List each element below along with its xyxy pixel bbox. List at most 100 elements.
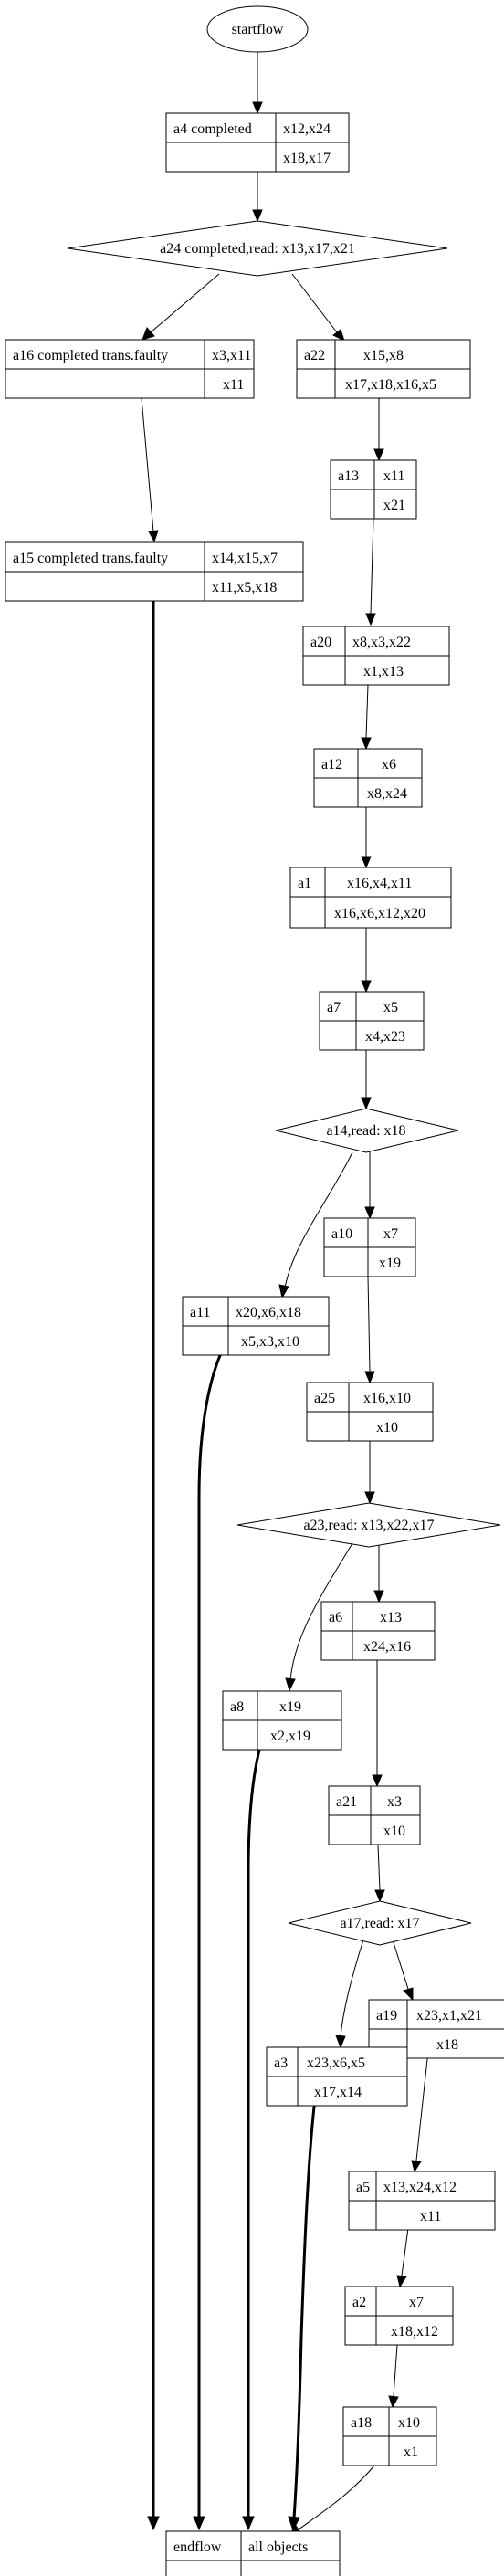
decision-diamond xyxy=(67,220,448,277)
arrowhead xyxy=(285,1677,296,1692)
node-top-value: x14,x15,x7 xyxy=(212,551,278,566)
arrowhead xyxy=(365,613,376,626)
node-a3: a3 x23,x6,x5 x17,x14 xyxy=(266,2046,408,2107)
node-a17: a17,read: x17 xyxy=(288,1900,472,1946)
arrowhead xyxy=(373,448,384,462)
node-name: a7 xyxy=(327,1000,341,1015)
node-bottom-value: x1,x13 xyxy=(363,664,404,679)
node-top-value: x12,x24 xyxy=(283,121,331,137)
edges xyxy=(141,52,429,2537)
node-a11: a11 x20,x6,x18 x5,x3,x10 xyxy=(182,1296,330,1356)
node-name: a13 xyxy=(338,468,359,484)
edge-a17-a19 xyxy=(390,1933,409,1990)
arrowhead xyxy=(252,101,263,115)
edge-a18-end xyxy=(298,2465,375,2530)
node-a12: a12 x6 x8,x24 xyxy=(313,748,423,808)
edge-a3-end xyxy=(292,2098,317,2519)
decision-label: a23,read: x13,x22,x17 xyxy=(303,1518,434,1533)
node-top-value: x3,x11 xyxy=(212,348,251,363)
node-a2: a2 x7 x18,x12 xyxy=(344,2286,454,2346)
node-name: a15 completed trans.faulty xyxy=(13,551,168,566)
start-ellipse xyxy=(206,5,309,53)
node-name: a10 xyxy=(331,1226,352,1242)
arrowhead xyxy=(332,329,345,342)
node-name: a21 xyxy=(336,1794,357,1810)
node-a22: a22 x15,x8 x17,x18,x16,x5 xyxy=(296,339,471,399)
node-bottom-value: x24,x16 xyxy=(363,1639,411,1655)
arrowhead xyxy=(364,1371,375,1384)
node-name: a5 xyxy=(356,2180,370,2195)
edge-a8-end xyxy=(247,1730,267,2518)
edge-a24-a16 xyxy=(150,273,220,333)
node-name: a2 xyxy=(352,2295,366,2310)
edge-a13-a20 xyxy=(370,518,374,615)
node-a7: a7 x5 x4,x23 xyxy=(319,991,425,1051)
node-top-value: x7 xyxy=(383,1226,398,1242)
node-a10: a10 x7 x19 xyxy=(323,1217,416,1277)
node-a24: a24 completed,read: x13,x17,x21 xyxy=(67,220,448,277)
node-a14: a14,read: x18 xyxy=(275,1108,459,1153)
node-bottom-value: x2,x19 xyxy=(270,1729,310,1744)
node-bottom-value: x1 xyxy=(404,2445,418,2460)
node-a18: a18 x10 x1 xyxy=(342,2406,437,2466)
node-name: a22 xyxy=(304,348,325,363)
arrowhead xyxy=(361,856,372,869)
node-name: a12 xyxy=(321,757,342,773)
edge-a11-end xyxy=(197,1338,230,2518)
node-a13: a13 x11 x21 xyxy=(330,459,417,520)
node-a25: a25 x16,x10 x10 xyxy=(306,1382,434,1442)
arrowhead xyxy=(242,2516,255,2531)
node-bottom-value: x4,x23 xyxy=(365,1029,405,1045)
node-top-value: x3 xyxy=(387,1794,402,1810)
node-top-value: x8,x3,x22 xyxy=(352,635,411,650)
arrowhead xyxy=(388,2395,399,2409)
node-name: a16 completed trans.faulty xyxy=(13,348,168,363)
arrowhead xyxy=(278,1284,289,1299)
node-top-value: x20,x6,x18 xyxy=(236,1305,301,1320)
decision-label: a14,read: x18 xyxy=(326,1123,405,1139)
arrowhead xyxy=(372,1774,383,1788)
node-top-value: all objects xyxy=(248,2539,308,2555)
node-a20: a20 x8,x3,x22 x1,x13 xyxy=(302,626,450,686)
edge-a16-a15 xyxy=(141,397,154,532)
node-name: a20 xyxy=(310,635,331,650)
edge-a10-a25 xyxy=(367,1276,371,1372)
node-bottom-value: x21 xyxy=(383,498,405,513)
node-name: a8 xyxy=(230,1699,244,1715)
node-name: a6 xyxy=(329,1610,342,1625)
node-top-value: x5 xyxy=(383,1000,398,1015)
arrowhead xyxy=(147,2516,160,2531)
node-name: a1 xyxy=(298,876,311,891)
node-name: endflow xyxy=(173,2539,222,2555)
node-bottom-value: x18 xyxy=(436,2037,458,2053)
node-bottom-value: x17,x18,x16,x5 xyxy=(345,377,436,393)
node-name: a11 xyxy=(190,1305,211,1320)
arrowhead xyxy=(396,2275,407,2288)
edge-a21-a17 xyxy=(377,1844,381,1891)
node-bottom-value: x18,x17 xyxy=(283,151,331,166)
edge-a14-a11 xyxy=(284,1151,353,1288)
node-bottom-value: x8,x24 xyxy=(367,786,407,802)
node-top-value: x13,x24,x12 xyxy=(383,2180,457,2195)
arrowhead xyxy=(364,1206,375,1220)
arrowhead xyxy=(364,1491,375,1505)
arrowhead xyxy=(374,1889,385,1903)
decision-label: a24 completed,read: x13,x17,x21 xyxy=(160,241,355,257)
node-a8: a8 x19 x2,x19 xyxy=(222,1690,342,1751)
node-top-value: x15,x8 xyxy=(363,348,404,363)
arrowhead xyxy=(361,1097,372,1110)
node-a4: a4 completed x12,x24 x18,x17 xyxy=(165,112,350,173)
node-a15: a15 completed trans.faulty x14,x15,x7 x1… xyxy=(5,541,304,602)
node-a1: a1 x16,x4,x11 x16,x6,x12,x20 xyxy=(289,867,452,929)
node-endflow: endflow all objects xyxy=(165,2530,341,2576)
node-top-value: x23,x1,x21 xyxy=(416,2008,482,2024)
node-name: a4 completed xyxy=(173,121,252,137)
node-a1-box xyxy=(289,867,452,929)
decision-diamond xyxy=(275,1108,459,1153)
node-bottom-value: x11 xyxy=(420,2209,441,2224)
arrowhead xyxy=(288,2516,300,2532)
node-a21: a21 x3 x10 xyxy=(328,1785,421,1845)
node-top-value: x13 xyxy=(380,1610,402,1625)
node-bottom-value: x11,x5,x18 xyxy=(212,580,277,595)
